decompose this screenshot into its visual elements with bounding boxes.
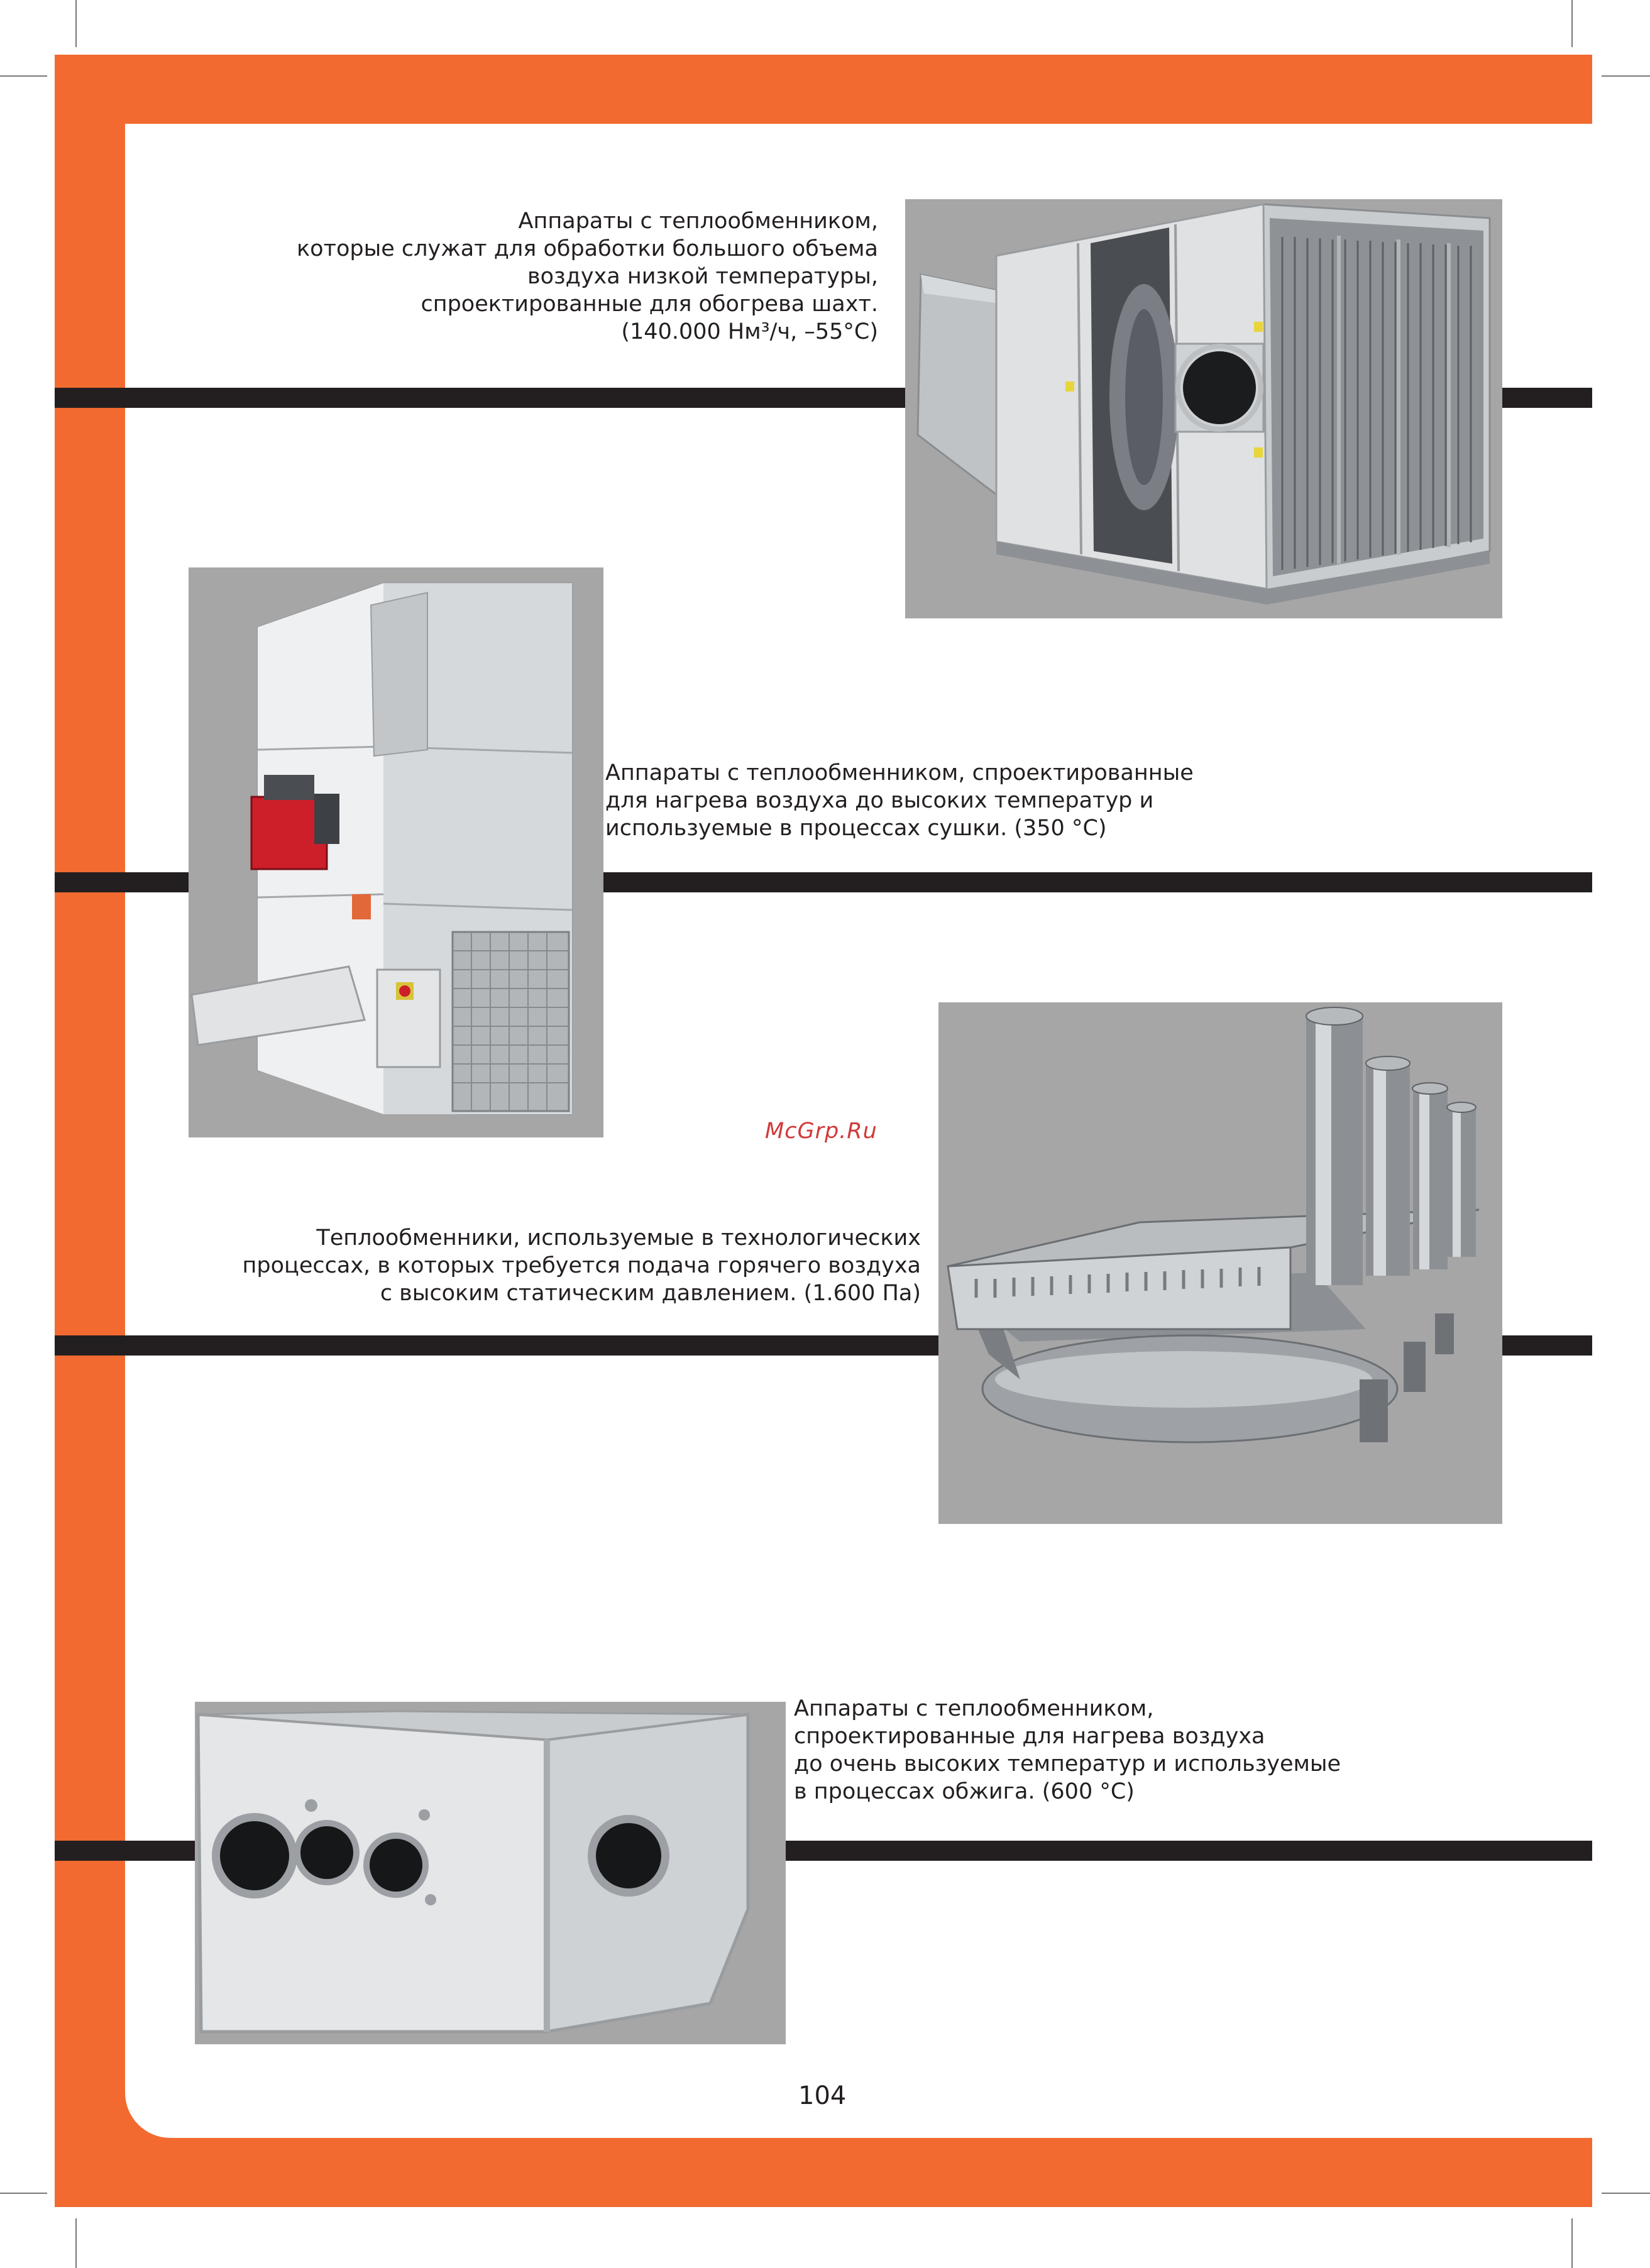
photo-air-handling-unit (905, 199, 1502, 618)
caption-firing: Аппараты с теплообменником, спроектирова… (794, 1696, 1341, 1804)
caption-process-hot-air: Теплообменники, используемые в технологи… (242, 1225, 921, 1306)
photo-burner-heater (189, 567, 603, 1137)
page-number: 104 (798, 2081, 847, 2110)
crop-mark (1602, 2193, 1650, 2194)
frame-left (55, 55, 125, 2207)
photo-box-heat-exchanger (195, 1702, 786, 2044)
crop-mark (1571, 2218, 1573, 2268)
frame-bottom (55, 2138, 1592, 2207)
crop-mark (0, 75, 47, 77)
watermark: McGrp.Ru (765, 1119, 877, 1144)
caption-mine-heating: Аппараты с теплообменником, которые служ… (297, 209, 878, 344)
frame-top (55, 55, 1592, 124)
photo-tube-heat-exchanger (938, 1002, 1502, 1524)
crop-mark (0, 2193, 47, 2194)
crop-mark (1602, 75, 1650, 77)
crop-mark (75, 0, 77, 47)
caption-drying: Аппараты с теплообменником, спроектирова… (605, 760, 1194, 841)
crop-mark (75, 2218, 77, 2268)
crop-mark (1571, 0, 1573, 47)
